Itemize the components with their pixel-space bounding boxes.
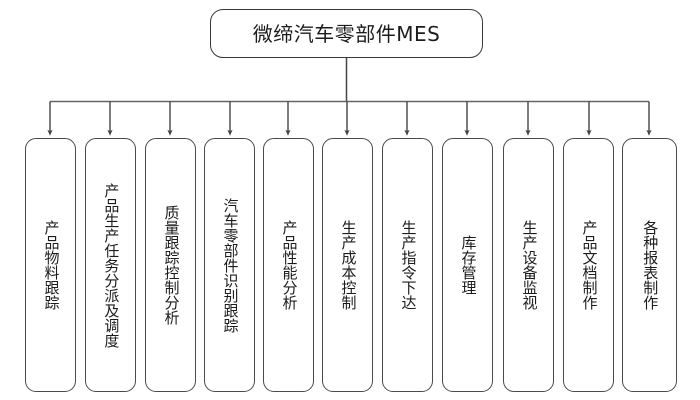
module-node-label: 产品性能分析 (280, 220, 299, 310)
module-node-production-equipment-monitoring[interactable]: 生产设备监视 (503, 138, 554, 392)
module-node-production-order-release[interactable]: 生产指令下达 (382, 138, 433, 392)
module-node-inventory-management[interactable]: 库存管理 (442, 138, 493, 392)
module-node-product-performance-analysis[interactable]: 产品性能分析 (263, 138, 314, 392)
module-node-label: 生产成本控制 (339, 220, 358, 310)
module-node-label: 质量跟踪控制分析 (162, 205, 181, 325)
module-node-various-report-creation[interactable]: 各种报表制作 (622, 138, 677, 392)
module-node-label: 产品生产任务分派及调度 (102, 182, 121, 348)
module-node-auto-parts-identification-tracking[interactable]: 汽车零部件识别跟踪 (204, 138, 255, 392)
root-node-mes[interactable]: 微缔汽车零部件MES (210, 9, 483, 58)
module-node-production-cost-control[interactable]: 生产成本控制 (322, 138, 373, 392)
module-node-label: 产品物料跟踪 (42, 220, 61, 310)
module-node-label: 产品文档制作 (580, 220, 599, 310)
module-node-production-task-dispatch-scheduling[interactable]: 产品生产任务分派及调度 (85, 138, 136, 392)
module-node-product-material-tracking[interactable]: 产品物料跟踪 (25, 138, 76, 392)
module-node-label: 汽车零部件识别跟踪 (221, 197, 240, 333)
module-node-quality-tracking-control-analysis[interactable]: 质量跟踪控制分析 (145, 138, 196, 392)
root-node-label: 微缔汽车零部件MES (252, 21, 441, 46)
module-node-label: 各种报表制作 (641, 220, 660, 310)
module-node-label: 库存管理 (459, 235, 478, 295)
module-node-product-document-creation[interactable]: 产品文档制作 (563, 138, 614, 392)
module-node-label: 生产设备监视 (520, 220, 539, 310)
module-node-label: 生产指令下达 (399, 220, 418, 310)
